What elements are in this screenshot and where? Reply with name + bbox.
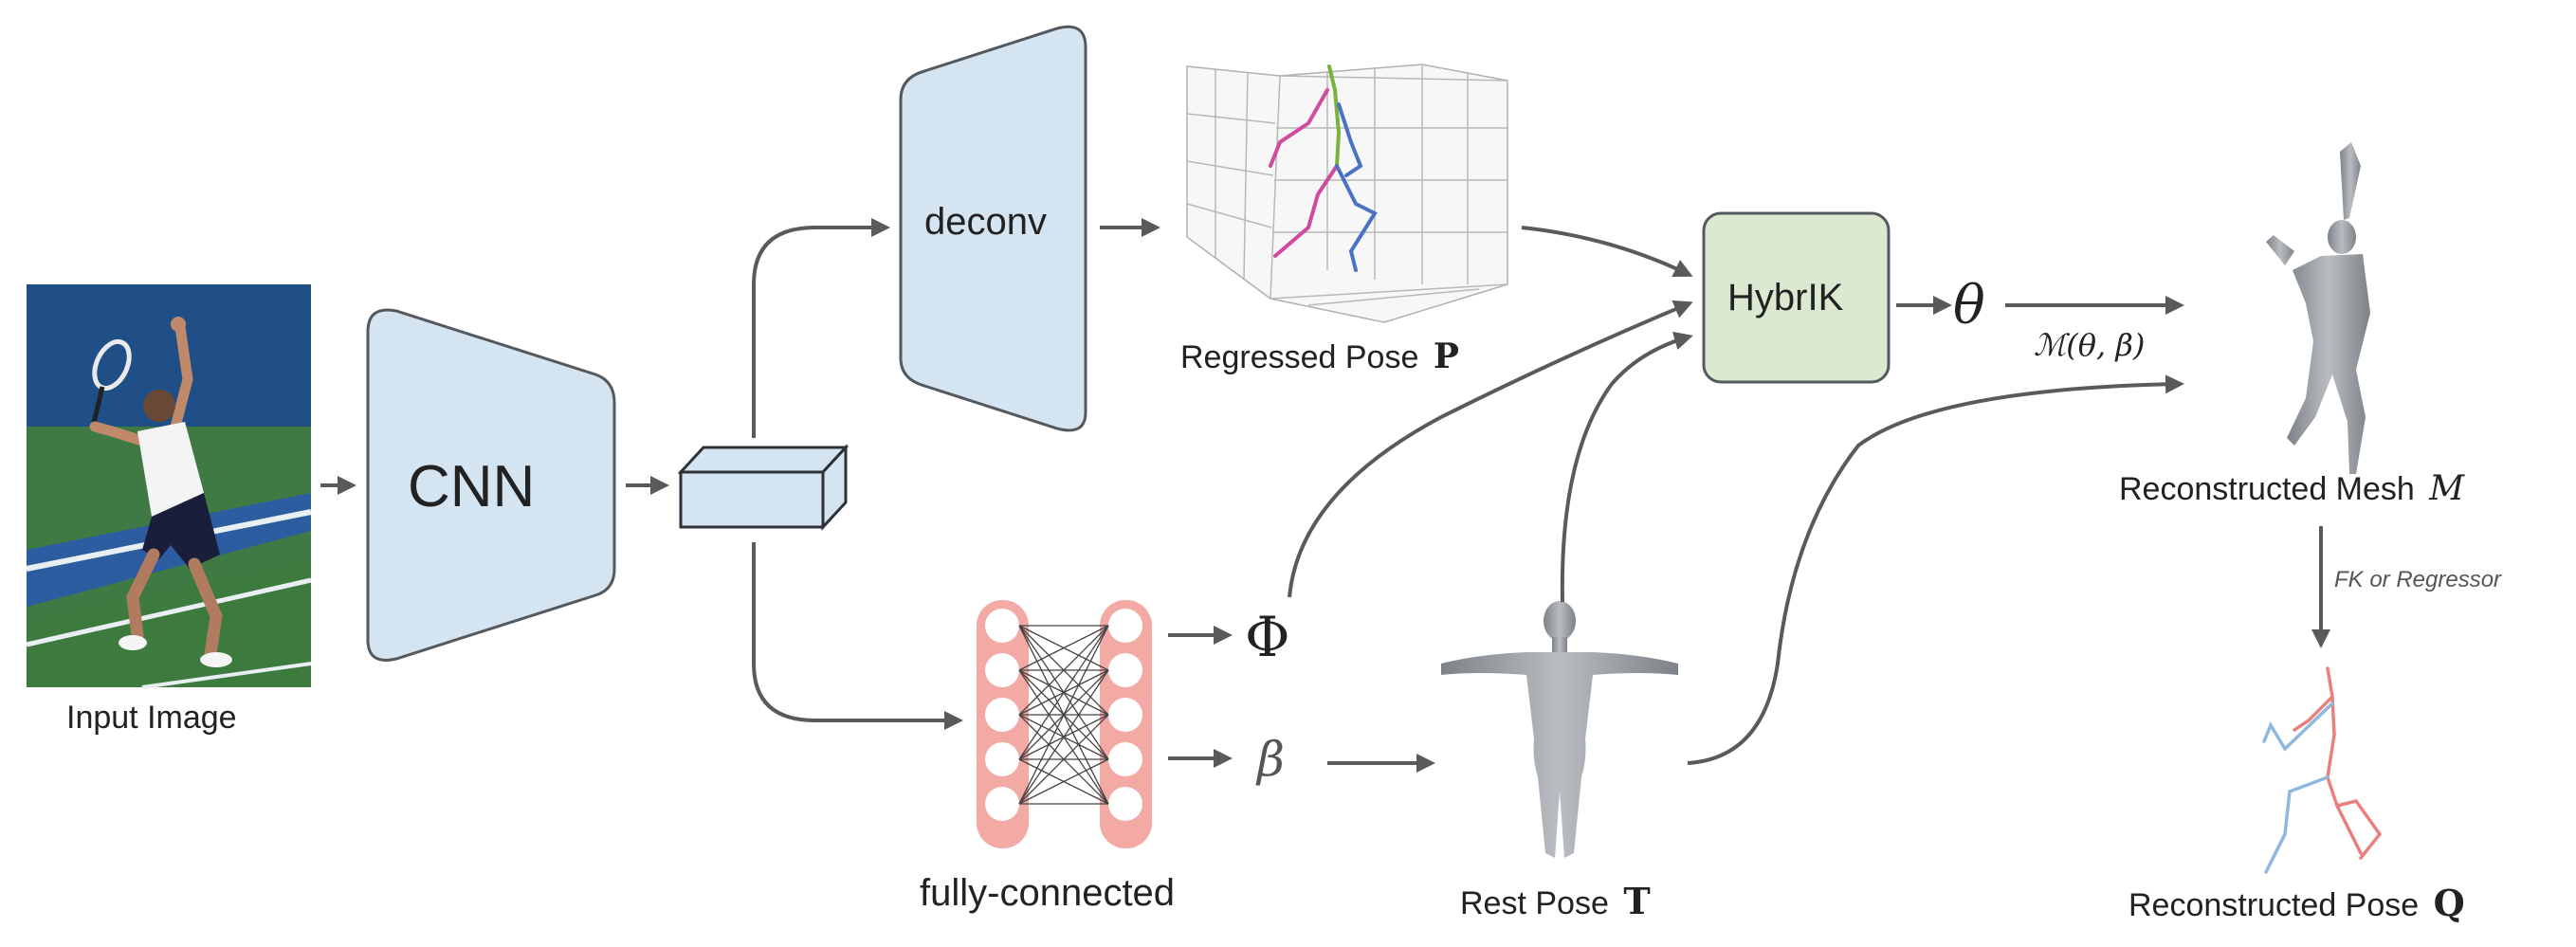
cnn-block	[366, 308, 616, 662]
feature-cube	[677, 444, 850, 531]
reconstructed-mesh	[2266, 142, 2370, 474]
mesh-label: Reconstructed Mesh M	[2119, 469, 2464, 508]
regressed-pose-text: Regressed Pose	[1180, 339, 1419, 375]
mesh-symbol: M	[2429, 469, 2465, 508]
deconv-label: deconv	[924, 201, 1047, 243]
rest-pose-symbol: T	[1623, 880, 1651, 922]
arrow-feature-deconv	[752, 218, 890, 438]
arrow-phi-hybrik	[1288, 300, 1693, 598]
smpl-function-label: ℳ(θ, β)	[2034, 327, 2146, 363]
rest-pose-mesh	[1441, 601, 1678, 858]
arrow-pose-hybrik	[1521, 226, 1693, 277]
deconv-block	[899, 25, 1087, 432]
reconstructed-pose-skeleton	[2262, 666, 2383, 874]
regressed-pose-label: Regressed Pose P	[1180, 337, 1459, 376]
theta-symbol: θ	[1953, 275, 1985, 337]
beta-symbol: β	[1257, 732, 1285, 787]
cnn-label: CNN	[408, 454, 536, 519]
hybrik-block	[1702, 211, 1891, 384]
fk-regressor-label: FK or Regressor	[2334, 567, 2502, 592]
recon-pose-text: Reconstructed Pose	[2128, 887, 2420, 923]
arrow-rest-mesh	[1687, 374, 2184, 765]
regressed-pose-plot	[1186, 64, 1508, 323]
fc-label: fully-connected	[920, 872, 1176, 914]
input-image	[26, 284, 312, 689]
regressed-pose-symbol: P	[1433, 337, 1459, 376]
arrows	[320, 218, 2330, 773]
rest-pose-label: Rest Pose T	[1460, 880, 1651, 922]
recon-pose-symbol: Q	[2433, 882, 2465, 924]
arrow-feature-fc	[752, 542, 963, 730]
fc-network	[977, 600, 1152, 848]
mesh-text: Reconstructed Mesh	[2119, 471, 2415, 507]
hybrik-label: HybrIK	[1727, 277, 1844, 319]
input-image-label: Input Image	[66, 700, 237, 736]
recon-pose-label: Reconstructed Pose Q	[2128, 882, 2465, 924]
phi-symbol: Φ	[1245, 605, 1290, 669]
regressed-pose-skeleton	[1269, 64, 1378, 272]
arrow-rest-hybrik	[1560, 331, 1693, 603]
rest-pose-text: Rest Pose	[1460, 885, 1609, 921]
